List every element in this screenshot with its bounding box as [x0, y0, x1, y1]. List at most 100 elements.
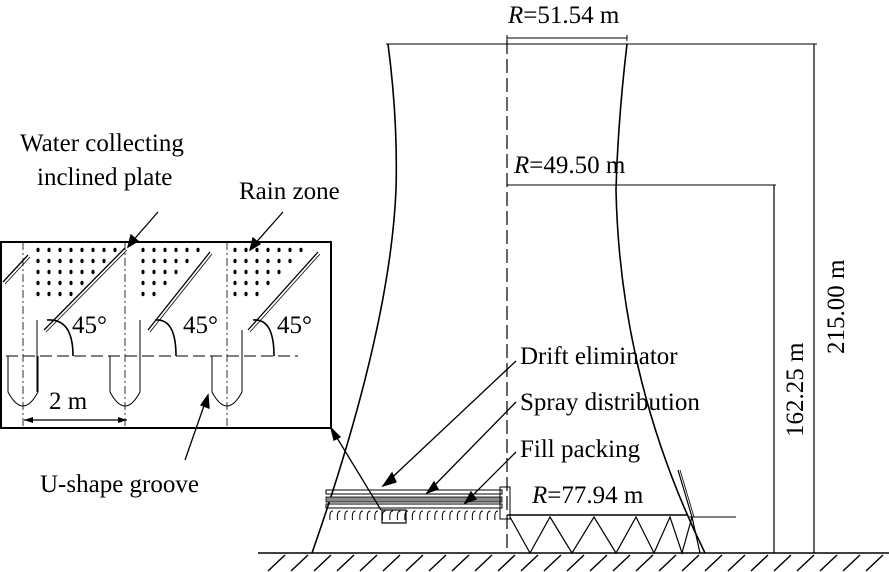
rain-drop: [244, 269, 248, 275]
ground-hatch: [842, 554, 861, 572]
rain-drop: [196, 247, 200, 253]
rain-drop: [277, 258, 281, 264]
rain-drop: [266, 280, 270, 286]
rain-drop: [36, 258, 40, 264]
rain-drop: [244, 291, 248, 297]
rain-drop: [80, 280, 84, 286]
inclined-plate-edge: [149, 253, 213, 333]
ground-hatch: [566, 554, 585, 572]
rain-drop: [152, 258, 156, 264]
rain-drop: [163, 269, 167, 275]
rain-drop: [174, 269, 178, 275]
rain-drop: [36, 291, 40, 297]
label-water-collecting-2: inclined plate: [37, 164, 173, 191]
ground-hatch: [612, 554, 631, 572]
label-u-shape-groove: U-shape groove: [40, 471, 199, 498]
rain-drop: [141, 258, 145, 264]
fill-hook: [336, 510, 341, 521]
ground-hatch: [865, 554, 884, 572]
label-water-collecting-1: Water collecting: [20, 130, 184, 157]
rain-drop: [244, 280, 248, 286]
support-zigzag: [509, 515, 701, 556]
rain-drop: [47, 247, 51, 253]
rain-drop: [80, 247, 84, 253]
rain-drop: [47, 258, 51, 264]
fill-hook: [494, 510, 499, 521]
label-angle-3: 45°: [277, 312, 312, 339]
fill-hook: [351, 510, 356, 521]
rain-drop: [255, 258, 259, 264]
ground-hatch: [681, 554, 700, 572]
inclined-plate: [2, 254, 29, 283]
rain-drop: [152, 247, 156, 253]
rain-drop: [36, 269, 40, 275]
dim-top-radius: R=51.54 m: [508, 2, 620, 29]
rain-drop: [255, 280, 259, 286]
rain-drop: [69, 280, 73, 286]
fill-hook: [366, 510, 371, 521]
ground-hatch: [336, 554, 355, 572]
detail-link-arrow: [330, 427, 382, 511]
ground-hatch: [474, 554, 493, 572]
rain-drop: [58, 280, 62, 286]
rain-drop: [266, 258, 270, 264]
tower-right-wall: [615, 43, 706, 554]
leader-arrows: [329, 360, 517, 511]
rain-drop: [163, 258, 167, 264]
fill-hook: [344, 510, 349, 521]
inclined-plate: [43, 247, 126, 331]
label-spacing: 2 m: [49, 388, 88, 415]
rain-drop: [288, 258, 292, 264]
fill-hook: [486, 510, 491, 521]
fill-hook: [359, 510, 364, 521]
rain-drop: [102, 247, 106, 253]
rain-drop: [233, 291, 237, 297]
rain-drop: [36, 280, 40, 286]
rain-drop: [80, 258, 84, 264]
rain-drop: [244, 258, 248, 264]
ground-hatch: [497, 554, 516, 572]
rain-drop: [36, 247, 40, 253]
ground-hatch: [428, 554, 447, 572]
rain-drop: [152, 280, 156, 286]
ground-hatch: [405, 554, 424, 572]
angle-arc: [252, 319, 275, 357]
fill-hook: [329, 510, 334, 521]
rain-drop: [174, 258, 178, 264]
ground-hatch: [520, 554, 539, 572]
inclined-plate-edge: [249, 253, 321, 333]
angle-arc: [46, 319, 74, 357]
inclined-plate: [247, 251, 319, 331]
label-angle-2: 45°: [183, 312, 218, 339]
dim-total-height: 215.00 m: [823, 259, 850, 354]
inclined-plate: [147, 251, 211, 331]
rain-drop: [152, 269, 156, 275]
rain-drop: [113, 247, 117, 253]
rain-drop: [163, 247, 167, 253]
rain-drop: [47, 280, 51, 286]
dim-base-radius: R=77.94 m: [532, 482, 644, 509]
rain-drop: [91, 247, 95, 253]
rain-drop: [185, 247, 189, 253]
rain-drop: [91, 258, 95, 264]
rain-drop: [233, 280, 237, 286]
ground-hatch: [313, 554, 332, 572]
fill-hook: [464, 510, 469, 521]
fill-hook: [479, 510, 484, 521]
rain-drop: [233, 258, 237, 264]
rain-drop: [69, 247, 73, 253]
rain-drop: [174, 247, 178, 253]
dim-throat-radius: R=49.50 m: [514, 152, 626, 179]
inclined-plate-edge: [4, 256, 31, 285]
ground-hatch: [382, 554, 401, 572]
ground-hatch: [704, 554, 723, 572]
fill-hook: [419, 510, 424, 521]
rain-drop: [69, 291, 73, 297]
label-fill-packing: Fill packing: [520, 436, 641, 463]
fill-hook: [456, 510, 461, 521]
rain-drop: [266, 269, 270, 275]
label-spray-distribution: Spray distribution: [520, 389, 700, 416]
tower-left-wall: [311, 43, 398, 554]
fill-layers: [325, 486, 736, 556]
ground-hatch: [451, 554, 470, 572]
